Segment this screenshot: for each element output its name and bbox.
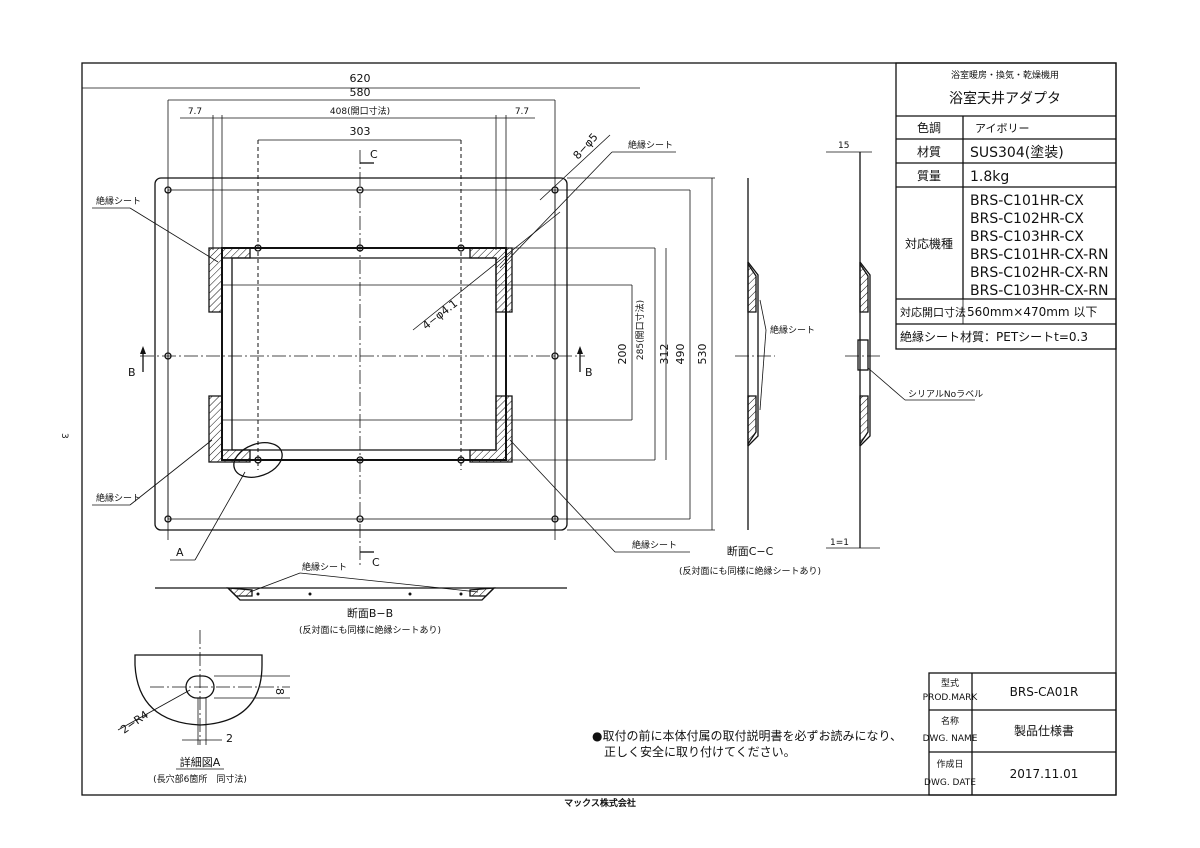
dim-303: 303 [350,125,371,138]
insul-label-1: 絶縁シート [96,195,141,207]
detail-r4: 2−R4 [118,708,151,736]
cc-scale: 1=1 [830,538,849,548]
dim-490: 490 [674,344,687,365]
detail-a-marker [233,442,283,478]
margin-mark: 3 [59,433,69,439]
detail-a-label: A [176,546,184,559]
dim-580: 580 [350,86,371,99]
title-subtitle: 浴室暖房・換気・乾燥機用 [951,69,1059,81]
insulation-sheets [208,247,513,463]
spec-label-color: 色調 [917,121,941,135]
name-label-1: 名称 [941,715,959,727]
model-1: BRS-C101HR-CX [970,193,1084,209]
spec-label-material: 材質 [917,144,941,159]
mark-label-2: PROD.MARK [923,693,979,703]
model-3: BRS-C103HR-CX [970,229,1084,245]
drawing-info-block: 型式 PROD.MARK BRS-CA01R 名称 DWG. NAME 製品仕様… [923,672,1117,796]
detail-note: (長穴部6箇所 同寸法) [153,773,247,785]
cc-serial-label: シリアルNoラベル [908,389,983,400]
bb-insul-label: 絶縁シート [302,561,347,573]
section-b-left: B [128,366,136,379]
sheet-frame [81,62,1117,796]
notice-line-1: ●取付の前に本体付属の取付説明書を必ずお読みになり、 [592,728,902,743]
insul-label-2: 絶縁シート [96,492,141,504]
detail-dim-2: 2 [226,732,233,745]
model-6: BRS-C103HR-CX-RN [970,283,1108,299]
spec-value-mass: 1.8kg [970,169,1009,185]
insul-label-4: 絶縁シート [632,539,677,551]
mark-label-1: 型式 [941,677,959,689]
top-dimensions: 620 580 408(開口寸法) 7.7 7.7 303 [82,72,640,141]
section-c-top: C [370,148,378,161]
title-block: 浴室暖房・換気・乾燥機用 浴室天井アダプタ 色調 アイボリー 材質 SUS304… [895,62,1117,350]
opening-label: 対応開口寸法 [900,305,966,319]
compatible-label: 対応機種 [905,236,953,251]
section-cc: 絶縁シート 断面C−C (反対面にも同様に絶縁シートあり) 15 シリアルNoラ… [679,141,983,577]
opening-value: 560mm×470mm 以下 [967,305,1097,319]
cc-dim-15: 15 [838,141,849,151]
holes-4-label: 4−φ4.1 [420,297,460,332]
cc-note: (反対面にも同様に絶縁シートあり) [679,565,821,577]
spec-value-material: SUS304(塗装) [970,144,1064,161]
dim-620: 620 [350,72,371,85]
dim-7-7-right: 7.7 [515,107,529,117]
prod-mark-value: BRS-CA01R [1010,685,1079,699]
insulation-text: 絶縁シート材質：PETシートt=0.3 [900,329,1088,344]
detail-title: 詳細図A [180,755,221,769]
spec-value-color: アイボリー [975,122,1029,135]
date-label-2: DWG. DATE [924,778,976,788]
dim-530: 530 [696,344,709,365]
dwg-date-value: 2017.11.01 [1010,767,1079,781]
dim-312: 312 [658,344,671,365]
bb-title: 断面B−B [347,606,393,620]
dwg-name-value: 製品仕様書 [1014,724,1074,738]
section-b-right: B [585,366,593,379]
leaders: 絶縁シート 絶縁シート 絶縁シート 絶縁シート 8−φ5 4−φ4.1 A [92,131,690,561]
dim-408: 408(開口寸法) [330,105,390,117]
detail-dim-8: 8 [273,688,286,695]
model-5: BRS-C102HR-CX-RN [970,265,1108,281]
cc-title: 断面C−C [727,544,774,558]
dim-200: 200 [616,344,629,365]
detail-a: 8 2 2−R4 詳細図A (長穴部6箇所 同寸法) [117,630,290,785]
date-label-1: 作成日 [936,758,963,770]
plan-view: 620 580 408(開口寸法) 7.7 7.7 303 200 285(開口… [82,72,715,569]
notice-line-2: 正しく安全に取り付けてください。 [604,744,796,759]
dim-285: 285(開口寸法) [634,300,646,360]
section-c-bottom: C [372,556,380,569]
model-2: BRS-C102HR-CX [970,211,1084,227]
section-bb: 絶縁シート 断面B−B (反対面にも同様に絶縁シートあり) [155,561,567,636]
spec-label-mass: 質量 [917,168,941,183]
mounting-holes [164,186,559,523]
cc-insul-label: 絶縁シート [770,324,815,336]
insul-label-3: 絶縁シート [628,139,673,151]
name-label-2: DWG. NAME [923,734,978,744]
product-name: 浴室天井アダプタ [949,90,1061,107]
right-dimensions: 200 285(開口寸法) 312 490 530 [616,178,713,530]
company-name: マックス株式会社 [564,797,636,809]
bb-note: (反対面にも同様に絶縁シートあり) [299,624,441,636]
section-markers: B B C C [128,148,593,569]
dim-7-7-left: 7.7 [188,107,202,117]
model-4: BRS-C101HR-CX-RN [970,247,1108,263]
notice: ●取付の前に本体付属の取付説明書を必ずお読みになり、 正しく安全に取り付けてくだ… [592,728,902,759]
